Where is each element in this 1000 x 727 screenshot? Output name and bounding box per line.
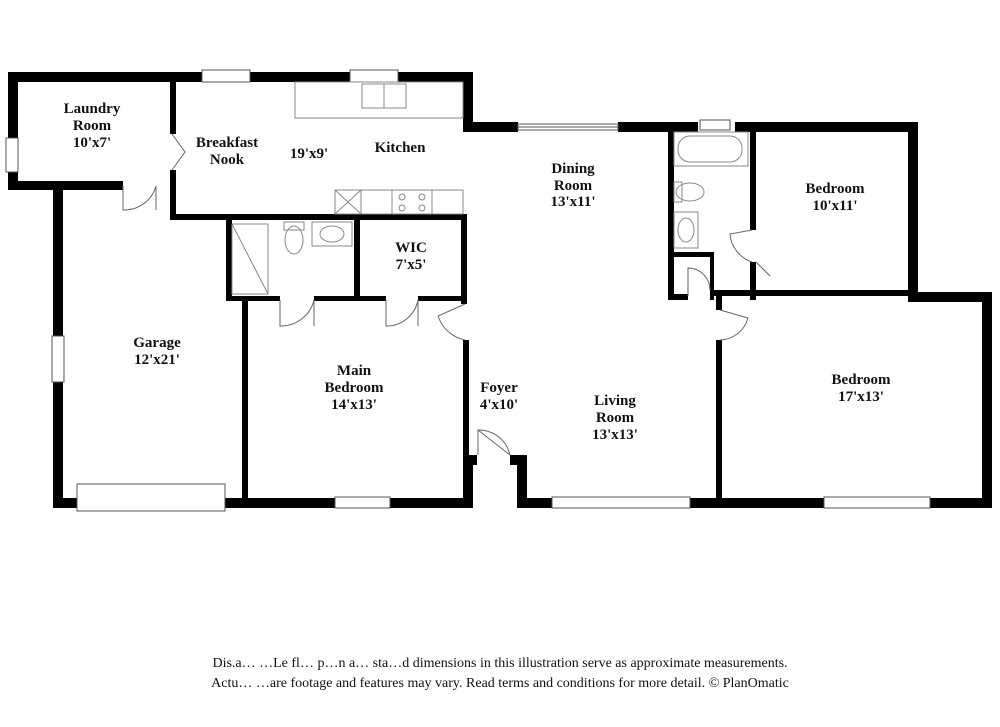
dining-name-2: Room xyxy=(554,178,593,194)
bathtub xyxy=(673,131,749,167)
dining-name-1: Dining xyxy=(551,161,595,177)
shower xyxy=(231,223,269,295)
kitchen-name: Kitchen xyxy=(375,140,426,156)
garage-name: Garage xyxy=(133,335,181,351)
vanity xyxy=(311,221,353,247)
wic-dims: 7'x5' xyxy=(396,257,427,273)
living-name-1: Living xyxy=(594,393,636,409)
foyer-dims: 4'x10' xyxy=(480,397,518,413)
living-dims: 13'x13' xyxy=(592,427,638,443)
bedroom-se-name: Bedroom xyxy=(832,372,891,388)
toilet xyxy=(284,225,304,255)
main-bedroom-dims: 14'x13' xyxy=(331,397,377,413)
breakfast-nook-name-2: Nook xyxy=(210,152,245,168)
room-labels: Laundry Room 10'x7' Breakfast Nook 19'x9… xyxy=(64,101,891,443)
dining-dims: 13'x11' xyxy=(550,194,595,210)
fixtures xyxy=(231,81,749,295)
living-name-2: Room xyxy=(596,410,635,426)
main-bedroom-name-2: Bedroom xyxy=(325,380,384,396)
kitchen-counter-top xyxy=(294,81,464,119)
vanity-2 xyxy=(673,211,699,249)
bedroom-ne-name: Bedroom xyxy=(806,181,865,197)
toilet-2 xyxy=(675,182,705,202)
windows xyxy=(5,69,931,512)
garage-dims: 12'x21' xyxy=(134,352,180,368)
laundry-name-1: Laundry xyxy=(64,101,121,117)
wic-name: WIC xyxy=(395,240,427,256)
breakfast-nook-name-1: Breakfast xyxy=(196,135,258,151)
laundry-name-2: Room xyxy=(73,118,112,134)
disclaimer-line-1: Dis.a… …Le fl… p…n a… sta…d dimensions i… xyxy=(212,656,788,671)
foyer-name: Foyer xyxy=(480,380,518,396)
bedroom-se-dims: 17'x13' xyxy=(838,389,884,405)
laundry-dims: 10'x7' xyxy=(73,135,111,151)
doors xyxy=(122,133,771,456)
kitchen-dims: 19'x9' xyxy=(290,146,328,162)
bedroom-ne-dims: 10'x11' xyxy=(812,198,857,214)
kitchen-counter-bottom xyxy=(334,189,464,215)
main-bedroom-name-1: Main xyxy=(337,363,372,379)
stove xyxy=(391,189,433,215)
walls xyxy=(8,72,992,508)
disclaimer-line-2: Actu… …are footage and features may vary… xyxy=(211,676,789,691)
